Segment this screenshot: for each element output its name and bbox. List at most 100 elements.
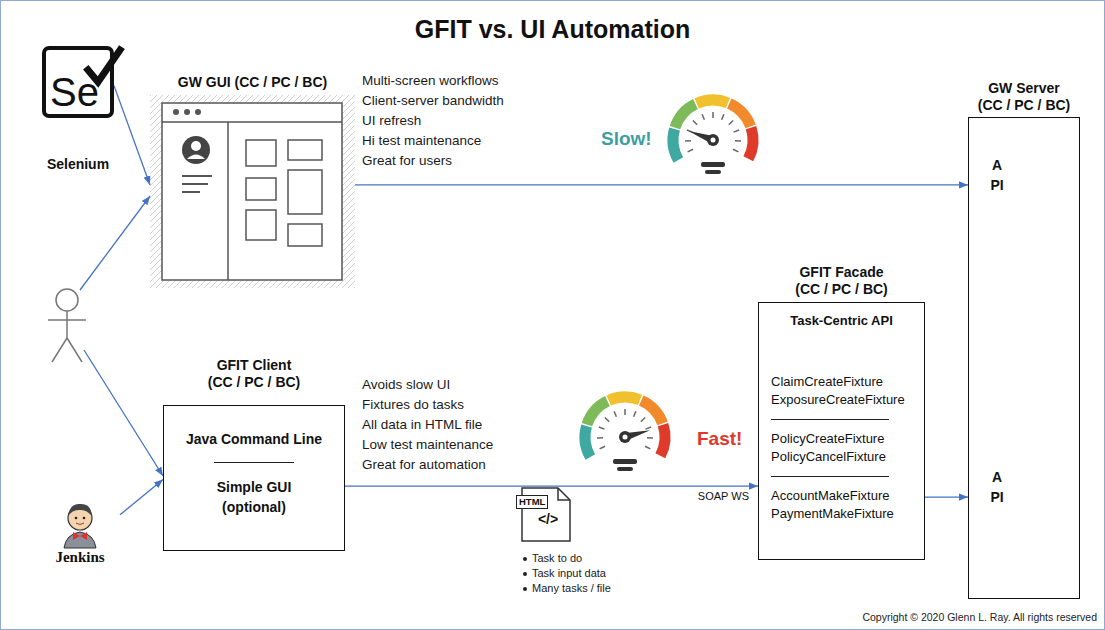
annotation-text: Multi-screen workflows [362, 72, 499, 90]
gauge-base [701, 162, 725, 167]
gauge-tick [733, 149, 738, 152]
facade-box: Task-Centric API ClaimCreateFixture Expos… [758, 302, 925, 560]
gauge-tick [641, 418, 645, 422]
annotation-text: API [990, 467, 1004, 507]
logo-box: Se [42, 46, 114, 118]
annotation-text: API [990, 155, 1004, 195]
gauge-tick [688, 149, 693, 152]
annotation-text: Slow! [601, 128, 652, 150]
gauge-tick [729, 121, 733, 125]
box-text: Simple GUI (optional) [212, 477, 297, 517]
gauge-base [613, 459, 637, 464]
gauge-tick [693, 121, 697, 125]
gauge-segment [609, 397, 640, 400]
gauge-segment [641, 400, 662, 423]
speed-gauge [585, 397, 665, 471]
connector-arrow [114, 86, 150, 185]
file-symbol: </> [520, 511, 576, 528]
gauge-tick [599, 427, 605, 429]
gauge-tick [600, 446, 605, 449]
gauge-tick [735, 140, 741, 142]
diagram-node: GFIT Client (CC / PC / BC) Java Command L… [163, 357, 345, 551]
connector-arrow [120, 479, 163, 514]
gauge-tick [702, 114, 704, 120]
gui-area [150, 95, 355, 288]
diagram-node: HTML </> [516, 487, 574, 543]
gauge-hub [619, 431, 631, 443]
box-heading: Task-Centric API [771, 313, 912, 329]
server-box [968, 117, 1080, 599]
gauge-tick [624, 409, 626, 415]
annotation-text: Great for users [362, 152, 452, 170]
node-heading: GW GUI (CC / PC / BC) [150, 74, 355, 91]
gui-window-illustration [150, 95, 355, 288]
annotation-text: Client-server bandwidth [362, 92, 504, 110]
gauge-tick [605, 418, 609, 422]
diagram-node: GFIT Facade (CC / PC / BC) Task-Centric A… [758, 264, 925, 560]
diagram-node: Jenkins [40, 502, 120, 566]
logo-text: Se [50, 72, 99, 112]
node-label: Selenium [38, 156, 118, 173]
fixture-list: ClaimCreateFixture ExposureCreateFixture [771, 373, 916, 409]
annotation-text: Low test maintenance [362, 436, 493, 454]
annotation-text: Avoids slow UI [362, 376, 450, 394]
gauge-segment [587, 401, 608, 425]
gauge-base [705, 170, 721, 174]
box-text: Java Command Line [172, 430, 336, 448]
speed-gauge [673, 100, 753, 174]
divider-line [771, 476, 889, 477]
gauge-tick [646, 427, 652, 429]
annotation-text: Task to do [532, 551, 582, 565]
annotation-text: Fixtures do tasks [362, 396, 464, 414]
annotation-text: Hi test maintenance [362, 132, 481, 150]
gauge-segment [748, 128, 753, 159]
gauge-tick [685, 140, 691, 142]
gauge-segment [697, 100, 728, 103]
gauge-hub [707, 134, 719, 146]
gauge-tick [734, 130, 740, 132]
gauge-hub [623, 435, 628, 440]
gauge-segment [585, 426, 590, 457]
gauge-hub [711, 138, 716, 143]
diagram-node: GW Server (CC / PC / BC) [968, 80, 1080, 599]
gauge-tick [614, 411, 616, 417]
gauge-tick [647, 437, 653, 439]
fixture-list: PolicyCreateFixture PolicyCancelFixture [771, 430, 916, 466]
annotation-text: Task input data [532, 566, 606, 580]
gauge-base [617, 467, 633, 471]
annotation-text: Great for automation [362, 456, 486, 474]
annotation-text: Fast! [697, 428, 742, 450]
gauge-tick [634, 411, 636, 417]
edge-label: SOAP WS [697, 490, 750, 503]
gauge-tick [722, 114, 724, 120]
gauge-segment [673, 129, 678, 160]
node-heading: GFIT Facade (CC / PC / BC) [793, 264, 890, 298]
divider-line [771, 419, 889, 420]
node-heading: GFIT Client (CC / PC / BC) [206, 357, 303, 391]
connector-arrow [355, 184, 968, 185]
divider-line [214, 462, 294, 463]
annotation-text: Copyright © 2020 Glenn L. Ray. All right… [862, 611, 1097, 624]
diagram-node: SeSelenium [38, 46, 118, 173]
jenkins-icon [64, 504, 96, 548]
node-label: Jenkins [40, 548, 120, 566]
gauge-tick [645, 446, 650, 449]
person-arrow [84, 350, 163, 476]
icon-space [40, 502, 120, 548]
diagram-node: GW GUI (CC / PC / BC) [150, 74, 355, 288]
connector-arrow [925, 496, 968, 497]
file-tag: HTML [516, 495, 548, 509]
fixture-list: AccountMakeFixture PaymentMakeFixture [771, 487, 916, 523]
gauge-tick [712, 112, 714, 118]
gauge-segment [660, 425, 665, 456]
diagram-title: GFIT vs. UI Automation [0, 14, 1105, 44]
person-arrow [80, 196, 150, 290]
connector-arrow [345, 485, 758, 486]
annotation-text: UI refresh [362, 112, 421, 130]
annotation-text: Many tasks / file [532, 581, 611, 595]
gauge-segment [729, 103, 750, 126]
